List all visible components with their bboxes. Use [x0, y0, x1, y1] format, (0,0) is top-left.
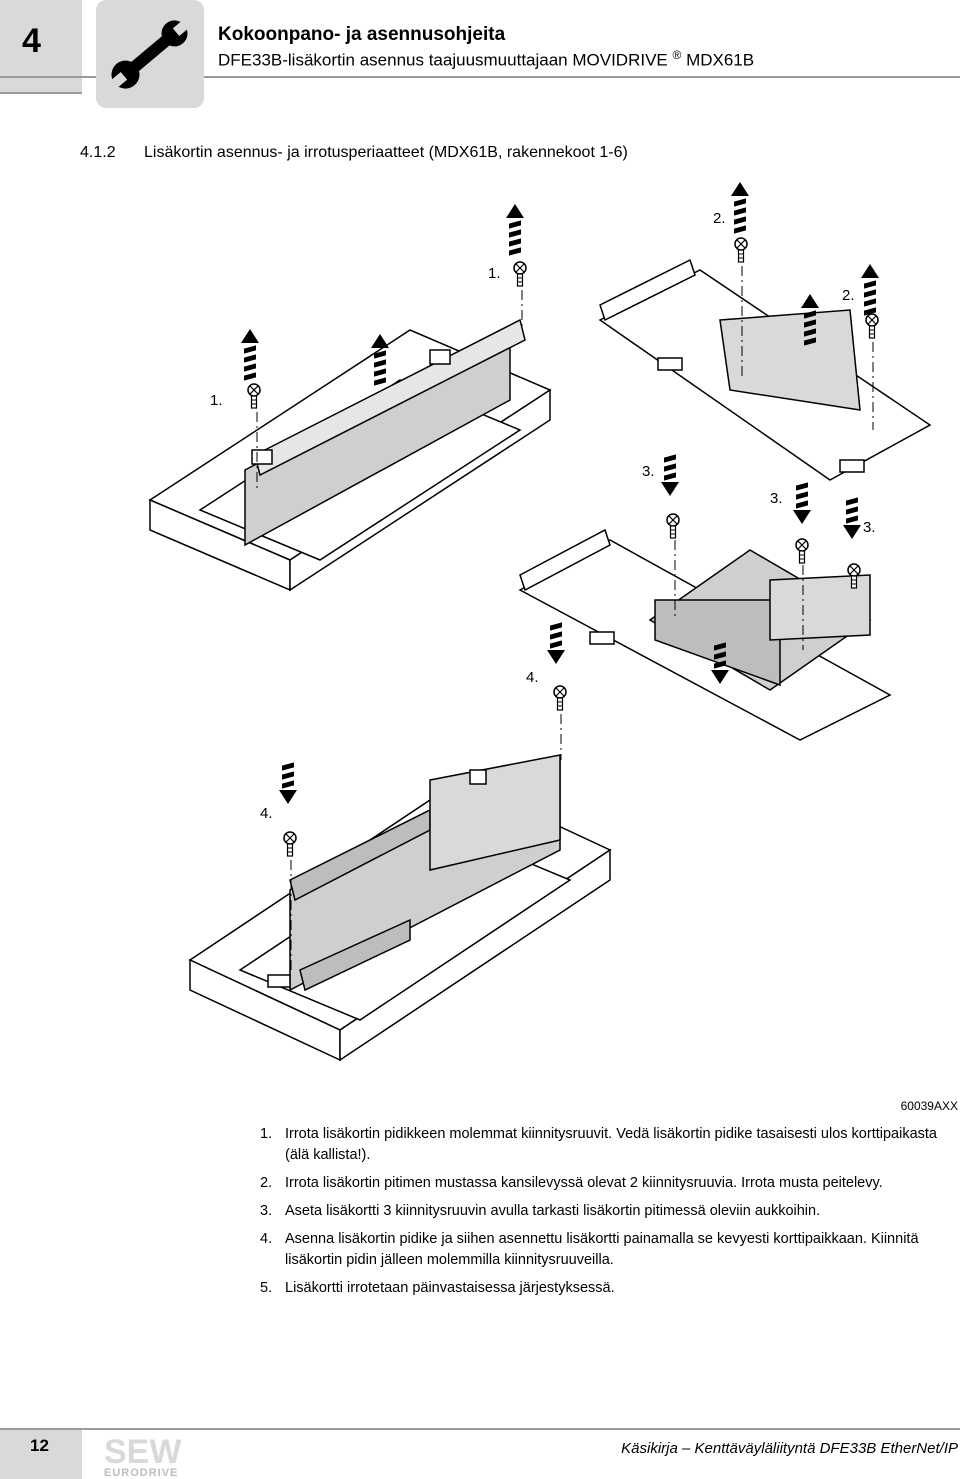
arrow-down-icon [547, 622, 565, 664]
label-3-right: 3. [863, 519, 876, 536]
label-2-top: 2. [713, 210, 726, 227]
page-number-box [0, 1430, 82, 1479]
header-subtitle: DFE33B-lisäkortin asennus taajuusmuuttaj… [218, 48, 755, 70]
label-1-left: 1. [210, 392, 223, 409]
arrow-up-icon [731, 182, 749, 234]
section-heading: 4.1.2 Lisäkortin asennus- ja irrotusperia… [80, 144, 628, 162]
screw-icon [283, 831, 297, 857]
section-number: 4.1.2 [80, 144, 116, 161]
arrow-down-icon [843, 497, 861, 539]
svg-text:SEW: SEW [104, 1433, 182, 1471]
list-item: 3.Aseta lisäkortti 3 kiinnitysruuvin avu… [260, 1203, 821, 1219]
screw-icon [247, 383, 261, 409]
label-1-right: 1. [488, 265, 501, 282]
wrench-icon-box [96, 0, 204, 108]
unit-insert-card [518, 528, 892, 741]
label-2-right: 2. [842, 287, 855, 304]
unit-cover-plate [598, 258, 932, 481]
label-3-middle: 3. [770, 490, 783, 507]
chapter-tab: 4 [0, 0, 82, 94]
arrow-down-icon [793, 482, 811, 524]
arrow-up-icon [241, 329, 259, 381]
screw-icon [795, 538, 809, 564]
unit-remove-holder [148, 318, 552, 592]
screw-icon [553, 685, 567, 711]
label-4-left: 4. [260, 805, 273, 822]
screw-icon [666, 513, 680, 539]
header-rule-left [0, 76, 96, 78]
header-title: Kokoonpano- ja asennusohjeita [218, 24, 506, 45]
svg-text:EURODRIVE: EURODRIVE [104, 1467, 178, 1479]
unit-install-holder [188, 754, 612, 1062]
screw-icon [513, 261, 527, 287]
sew-eurodrive-logo: SEW EURODRIVE [104, 1433, 182, 1479]
section-title: Lisäkortin asennus- ja irrotusperiaattee… [144, 144, 628, 161]
instruction-list: 1.Irrota lisäkortin pidikkeen molemmat k… [260, 1124, 960, 1306]
header-rule [204, 76, 960, 78]
screw-icon [865, 313, 879, 339]
list-item: 1.Irrota lisäkortin pidikkeen molemmat k… [260, 1126, 937, 1163]
arrow-up-icon [861, 264, 879, 316]
figure-code: 60039AXX [900, 1099, 958, 1113]
page-number: 12 [30, 1436, 49, 1455]
arrow-up-icon [506, 204, 524, 256]
screw-icon [734, 237, 748, 263]
arrow-down-icon [661, 454, 679, 496]
assembly-illustration: 1. 1. 2. 2. 3. 3. 3. [148, 182, 932, 1062]
wrench-icon [110, 19, 190, 89]
label-4-right: 4. [526, 669, 539, 686]
list-item: 5.Lisäkortti irrotetaan päinvastaisessa … [260, 1280, 615, 1296]
chapter-number: 4 [22, 22, 41, 60]
footer-title: Käsikirja – Kenttäväyläliityntä DFE33B E… [621, 1440, 958, 1457]
list-item: 2.Irrota lisäkortin pitimen mustassa kan… [260, 1175, 883, 1191]
list-item: 4.Asenna lisäkortin pidike ja siihen ase… [260, 1231, 919, 1268]
footer-rule [0, 1428, 960, 1430]
label-3-left: 3. [642, 463, 655, 480]
arrow-down-icon [279, 762, 297, 804]
